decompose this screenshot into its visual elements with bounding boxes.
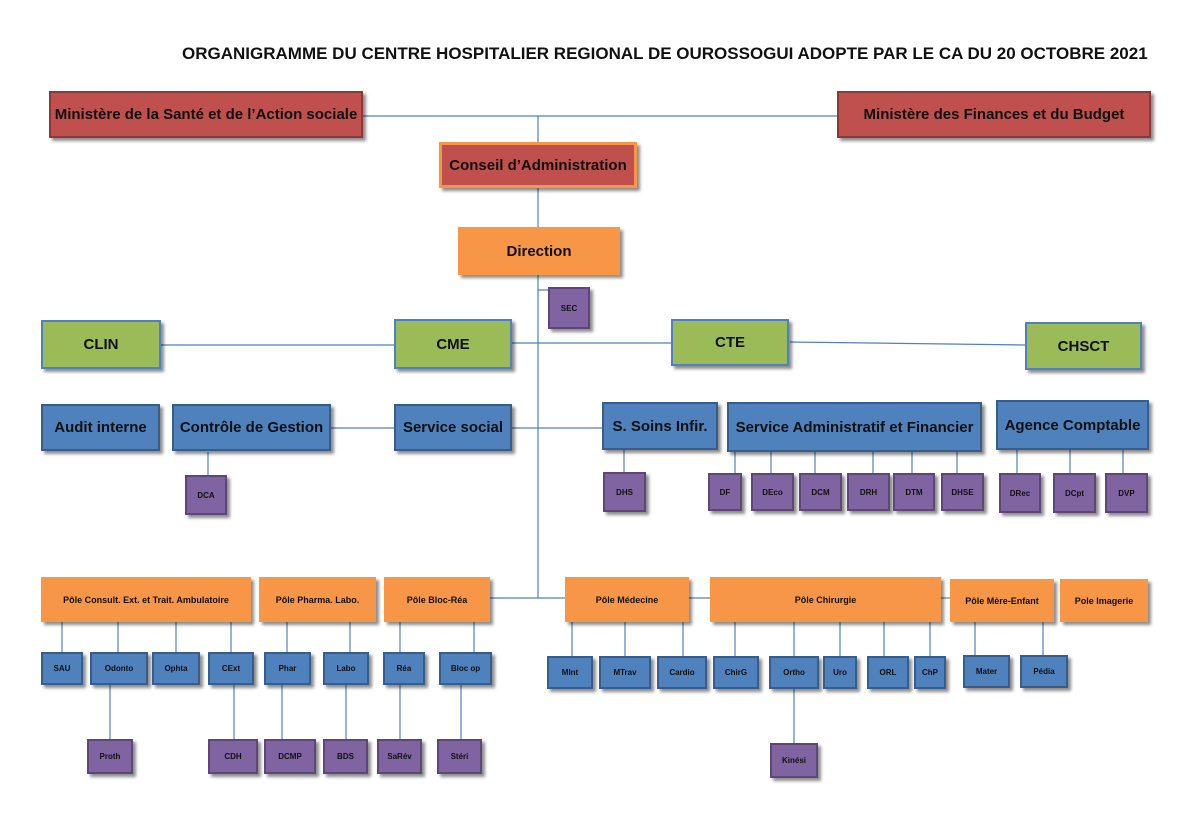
committee-clin: CLIN	[41, 320, 161, 369]
unit-dcmp: DCMP	[264, 739, 316, 774]
service-social-box: Service social	[394, 404, 512, 451]
chart-title: ORGANIGRAMME DU CENTRE HOSPITALIER REGIO…	[182, 44, 1148, 63]
unit-chirg: ChirG	[713, 656, 759, 689]
unit-cext: CExt	[208, 652, 254, 685]
pole-imagerie: Pole Imagerie	[1060, 579, 1148, 622]
unit-mint: MInt	[547, 656, 593, 689]
unit-ortho: Ortho	[769, 656, 819, 689]
secretariat-box: SEC	[548, 287, 590, 329]
committee-cme: CME	[394, 319, 512, 369]
ministry-finance-box: Ministère des Finances et du Budget	[837, 91, 1151, 138]
pole-mere-enfant: Pôle Mère-Enfant	[950, 579, 1054, 622]
unit-rea: Réa	[383, 652, 425, 685]
unit-mtrav: MTrav	[599, 656, 651, 689]
unit-ophta: Ophta	[152, 652, 200, 685]
unit-bloc-op: Bloc op	[439, 652, 492, 685]
pole-medecine: Pôle Médecine	[565, 577, 689, 622]
unit-dcm: DCM	[799, 473, 842, 511]
pole-consult: Pôle Consult. Ext. et Trait. Ambulatoire	[41, 577, 251, 622]
unit-deco: DEco	[751, 473, 794, 511]
unit-df: DF	[708, 473, 742, 511]
unit-dhse: DHSE	[941, 473, 984, 511]
unit-uro: Uro	[823, 656, 857, 689]
unit-drec: DRec	[999, 473, 1041, 513]
unit-dvp: DVP	[1105, 473, 1148, 513]
audit-box: Audit interne	[41, 404, 160, 451]
unit-steri: Stéri	[437, 739, 482, 774]
unit-orl: ORL	[867, 656, 909, 689]
board-box: Conseil d’Administration	[439, 142, 637, 188]
unit-drh: DRH	[847, 473, 890, 511]
unit-phar: Phar	[264, 652, 311, 685]
ministry-health-box: Ministère de la Santé et de l’Action soc…	[49, 91, 363, 138]
committee-chsct: CHSCT	[1025, 322, 1142, 370]
unit-dtm: DTM	[893, 473, 935, 511]
direction-box: Direction	[458, 227, 620, 275]
unit-bds: BDS	[323, 739, 368, 774]
unit-cardio: Cardio	[657, 656, 707, 689]
unit-sarev: SaRév	[377, 739, 422, 774]
unit-pedia: Pédia	[1020, 655, 1068, 688]
unit-cdh: CDH	[208, 739, 258, 774]
saf-box: Service Administratif et Financier	[727, 402, 982, 452]
unit-sau: SAU	[41, 652, 83, 685]
committee-cte: CTE	[671, 319, 789, 366]
dca-box: DCA	[185, 475, 227, 515]
soins-box: S. Soins Infir.	[602, 402, 718, 450]
unit-mater: Mater	[963, 655, 1010, 688]
dhs-box: DHS	[603, 472, 646, 512]
unit-odonto: Odonto	[90, 652, 148, 685]
pole-chirurgie: Pôle Chirurgie	[710, 577, 941, 622]
pole-bloc: Pôle Bloc-Réa	[384, 577, 490, 622]
pole-pharma: Pôle Pharma. Labo.	[259, 577, 376, 622]
unit-labo: Labo	[323, 652, 369, 685]
unit-proth: Proth	[87, 739, 133, 774]
unit-kinesi: Kinési	[770, 743, 818, 778]
unit-chp: ChP	[914, 656, 946, 689]
agence-box: Agence Comptable	[996, 400, 1149, 450]
controle-box: Contrôle de Gestion	[172, 404, 331, 451]
unit-dcpt: DCpt	[1053, 473, 1096, 513]
